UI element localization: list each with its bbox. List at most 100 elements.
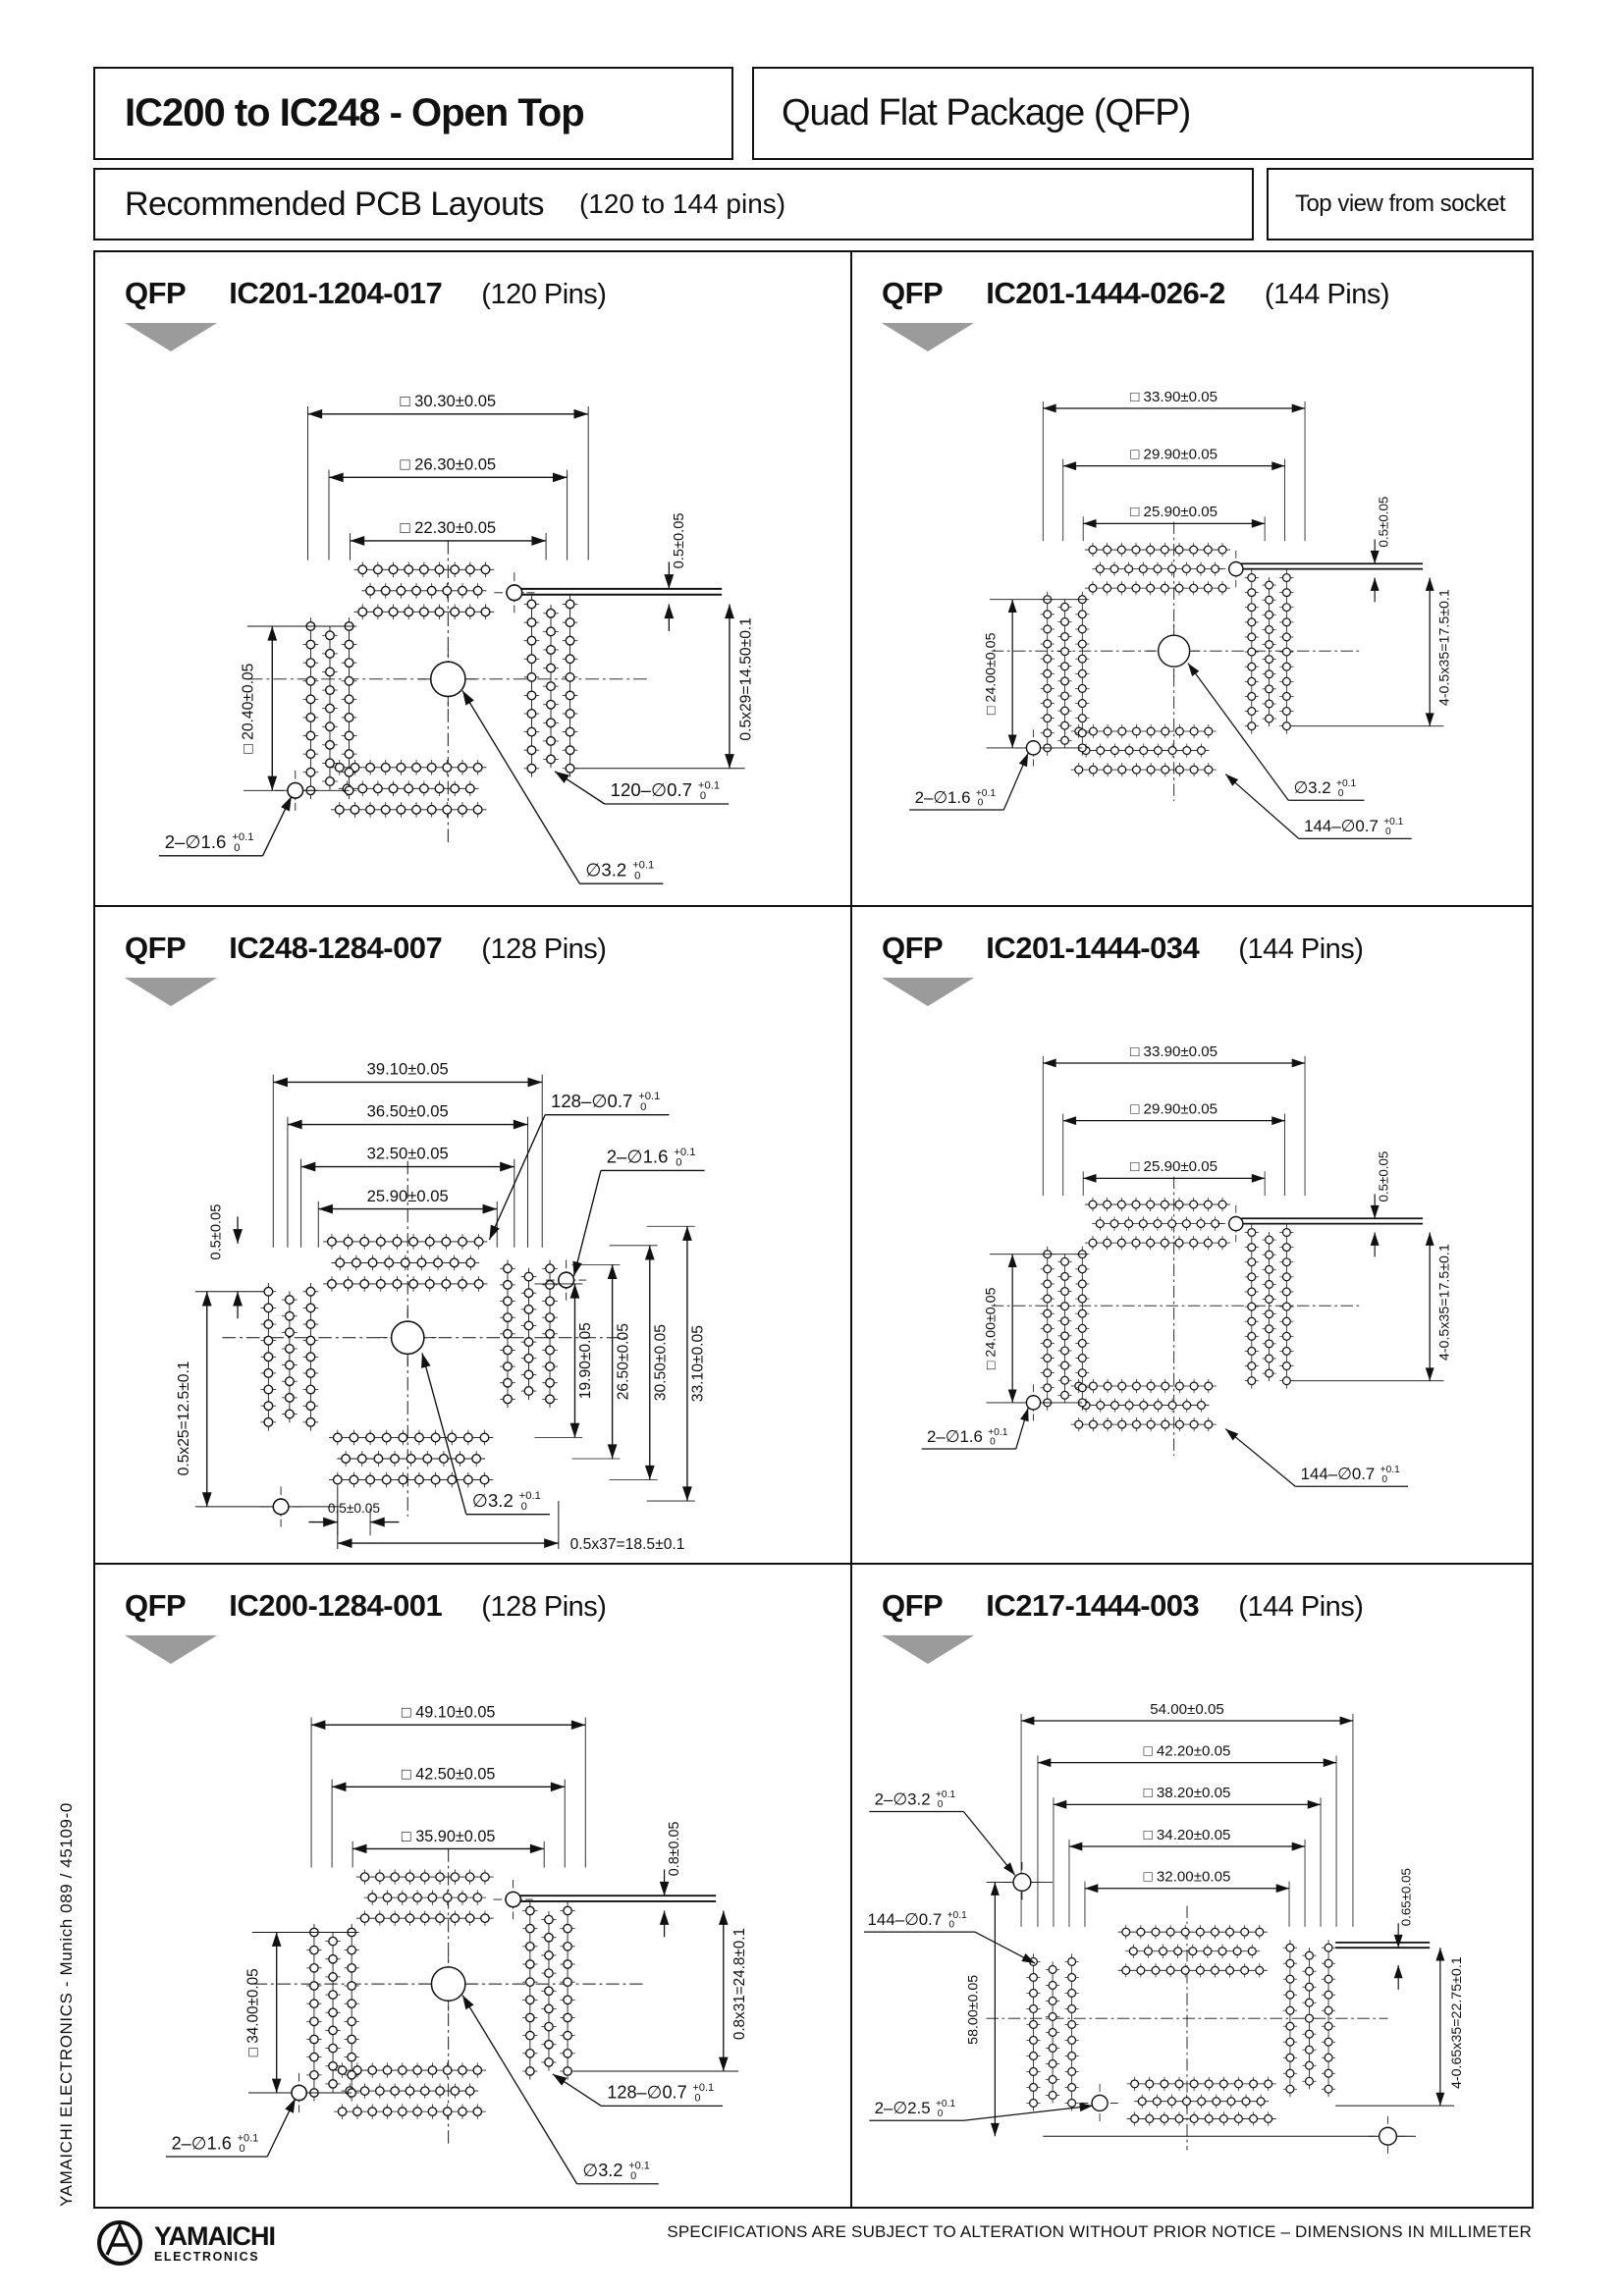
index-holes — [1001, 1862, 1408, 2157]
drawing-label: 0 — [978, 798, 984, 809]
drawing-label: 0 — [640, 1101, 646, 1113]
drawing-label: 0 — [938, 2109, 944, 2119]
drawing-label: 2–∅1.6 — [915, 788, 971, 807]
view-note-text: Top view from socket — [1294, 190, 1506, 217]
drawing-label: 4-0.5x35=17.5±0.1 — [1437, 1244, 1453, 1361]
footer: YAMAICHI ELECTRONICS SPECIFICATIONS ARE … — [93, 2215, 1534, 2283]
drawing-label: 0.5x29=14.50±0.1 — [738, 617, 755, 741]
leader-annotations: 128–∅0.7+0.102–∅1.6+0.10∅3.2+0.10 — [421, 1091, 705, 1516]
top-dimensions: □ 33.90±0.05□ 29.90±0.05□ 25.90±0.05 — [1042, 1043, 1306, 1197]
drawing-label: 0 — [990, 1437, 996, 1448]
drawing-label: □ 34.00±0.05 — [245, 1968, 262, 2056]
top-dimensions: □ 49.10±0.05□ 42.50±0.05□ 35.90±0.05 — [310, 1704, 586, 1868]
drawing-label: +0.1 — [692, 2082, 714, 2094]
logo-line1: YAMAICHI — [154, 2220, 276, 2251]
pointer-triangle-icon — [125, 978, 217, 1006]
pointer-triangle-icon — [882, 1635, 974, 1664]
drawing-label: +0.1 — [698, 779, 720, 791]
panel-4: QFP IC201-1444-034 (144 Pins) □ 33.90±0.… — [852, 907, 1532, 1565]
side-dimensions: 58.00±0.050.65±0.054-0.65x35=22.75±0.1 — [966, 1868, 1465, 2137]
drawing-label: ∅3.2 — [585, 859, 626, 880]
drawing-label: 0.8±0.05 — [667, 1822, 682, 1877]
drawing-label: +0.1 — [674, 1147, 695, 1158]
drawing-label: 144–∅0.7 — [868, 1910, 943, 1929]
drawing-label: 2–∅3.2 — [875, 1789, 931, 1808]
drawing-label: 2–∅1.6 — [607, 1147, 669, 1167]
page-title-text: IC200 to IC248 - Open Top — [125, 91, 585, 134]
side-dimensions: □ 24.00±0.05 0.5±0.05 4-0.5x35=17.5±0.1 — [983, 497, 1453, 748]
drawing-label: 2–∅1.6 — [172, 2133, 232, 2153]
drawing-label: □ 20.40±0.05 — [241, 663, 257, 753]
drawing-label: 30.50±0.05 — [652, 1324, 669, 1401]
drawing-label: □ 24.00±0.05 — [983, 632, 999, 715]
drawing-label: ∅3.2 — [1293, 778, 1330, 797]
drawing-label: ∅3.2 — [472, 1490, 514, 1511]
drawing-label: 2–∅1.6 — [927, 1427, 983, 1446]
drawing-label: 0.65±0.05 — [1399, 1868, 1414, 1926]
panel-family: QFP — [125, 931, 187, 965]
pointer-triangle-icon — [125, 323, 217, 351]
drawing-label: 0 — [948, 1920, 954, 1931]
drawing-label: □ 49.10±0.05 — [402, 1704, 496, 1722]
drawing-label: +0.1 — [976, 788, 996, 799]
top-dimensions: □ 33.90±0.05□ 29.90±0.05□ 25.90±0.05 — [1042, 389, 1306, 542]
subtitle-bar: Recommended PCB Layouts (120 to 144 pins… — [93, 168, 1254, 240]
index-holes — [279, 1879, 533, 2113]
drawing-label: 0 — [521, 1501, 527, 1513]
drawing-label: □ 35.90±0.05 — [402, 1828, 496, 1845]
drawing-label: +0.1 — [519, 1490, 541, 1502]
panel-1-title: QFP IC201-1204-017 (120 Pins) — [125, 276, 607, 311]
drawing-label: 0.8x31=24.8±0.1 — [731, 1928, 748, 2040]
drawing-label: 144–∅0.7 — [1301, 1465, 1376, 1483]
drawing-label: 0.5±0.05 — [1377, 1151, 1391, 1202]
pcb-layout-drawing-4: □ 33.90±0.05□ 29.90±0.05□ 25.90±0.05 □ 24… — [921, 1043, 1453, 1487]
drawing-label: 0 — [694, 2093, 700, 2105]
panel-part-number: IC200-1284-001 — [229, 1588, 443, 1623]
pcb-layout-drawing-1: □ 30.30±0.05□ 26.30±0.05□ 22.30±0.05 □ 20… — [158, 392, 755, 884]
pin-field — [1026, 1925, 1336, 2126]
panel-pin-count: (144 Pins) — [1238, 934, 1364, 965]
footer-note: SPECIFICATIONS ARE SUBJECT TO ALTERATION… — [667, 2222, 1532, 2241]
panel-3-title: QFP IC248-1284-007 (128 Pins) — [125, 931, 607, 966]
panel-6-title: QFP IC217-1444-003 (144 Pins) — [882, 1588, 1364, 1624]
drawing-label: 144–∅0.7 — [1304, 817, 1379, 835]
index-holes — [275, 572, 535, 811]
drawing-label: +0.1 — [628, 2160, 650, 2171]
drawing-label: ∅3.2 — [582, 2161, 622, 2180]
drawing-label: 0 — [240, 2143, 245, 2155]
drawing-label: □ 24.00±0.05 — [983, 1287, 999, 1369]
drawing-label: 0 — [634, 870, 640, 881]
drawing-label: 0.5±0.05 — [672, 512, 687, 568]
drawing-label: 4-0.5x35=17.5±0.1 — [1437, 589, 1453, 706]
index-holes — [1014, 1204, 1255, 1421]
top-dimensions: □ 30.30±0.05□ 26.30±0.05□ 22.30±0.05 — [307, 392, 589, 561]
pointer-triangle-icon — [882, 978, 974, 1006]
drawing-label: 33.10±0.05 — [690, 1325, 707, 1402]
top-dimensions: 54.00±0.05□ 42.20±0.05□ 38.20±0.05□ 34.2… — [1020, 1701, 1354, 1927]
panel-part-number: IC201-1444-026-2 — [986, 276, 1225, 310]
drawing-label: 0 — [1385, 827, 1391, 837]
yamaichi-logo-icon — [97, 2220, 142, 2266]
drawing-label: □ 29.90±0.05 — [1130, 447, 1217, 463]
drawing-label: +0.1 — [988, 1427, 1007, 1438]
drawing-label: +0.1 — [632, 860, 654, 872]
pcb-layout-drawing-3: 39.10±0.0536.50±0.0532.50±0.0525.90±0.05… — [176, 1060, 706, 1553]
drawing-label: +0.1 — [638, 1091, 660, 1102]
pointer-triangle-icon — [882, 323, 974, 351]
drawing-label: 4-0.65x35=22.75±0.1 — [1449, 1956, 1465, 2089]
pin-field — [260, 1234, 558, 1488]
drawing-label: 2–∅2.5 — [875, 2099, 931, 2117]
drawing-label: +0.1 — [936, 2099, 955, 2109]
drawing-label: 0 — [1338, 788, 1344, 799]
drawing-label: 0.5±0.05 — [1377, 497, 1391, 548]
panel-3: QFP IC248-1284-007 (128 Pins) 39.10±0.05… — [95, 907, 852, 1565]
logo-text: YAMAICHI ELECTRONICS — [154, 2220, 276, 2264]
drawing-label: +0.1 — [947, 1910, 967, 1921]
page-title: IC200 to IC248 - Open Top — [93, 67, 733, 160]
